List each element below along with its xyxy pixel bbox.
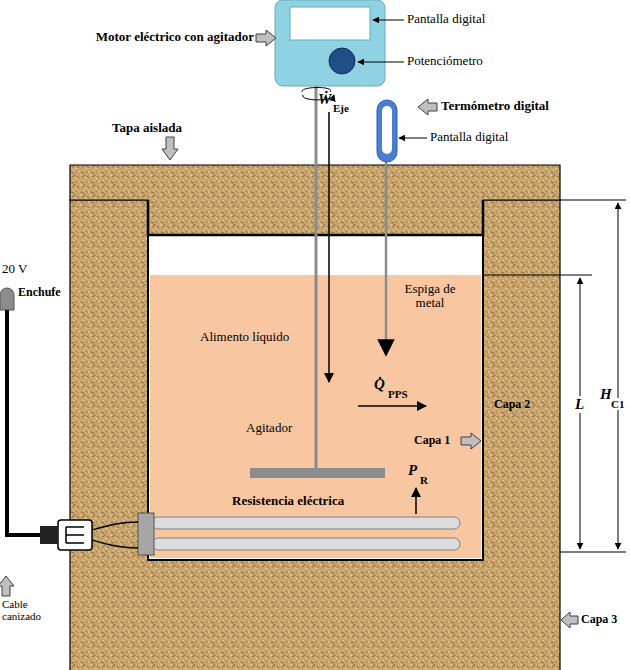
voltage-label: 20 V [2, 262, 27, 276]
symbol-label: Ẇ [318, 91, 331, 108]
leader-arrow [358, 62, 404, 63]
heater-rod [152, 538, 460, 550]
block-arrow [561, 612, 578, 628]
agitator-blade [250, 468, 385, 478]
power-arrow [415, 488, 417, 514]
dimension-tick [484, 275, 592, 276]
callout-label: Tapa aislada [112, 121, 182, 135]
layer-label: Capa 1 [414, 434, 450, 447]
callout-label: Pantalla digital [407, 12, 485, 26]
dimension-tick [560, 552, 626, 553]
block-arrow [0, 576, 14, 596]
callout-label: Potenciómetro [407, 54, 483, 68]
dimension-label: C1 [610, 398, 625, 410]
layer-label: Capa 3 [581, 613, 617, 626]
thermometer-body [377, 100, 397, 162]
connector-sleeve [40, 526, 58, 544]
dimension-line [580, 278, 581, 549]
heater-rod [152, 517, 460, 529]
block-arrow [461, 433, 481, 449]
symbol-label: Q̇ [374, 376, 385, 393]
callout-label: Motor eléctrico con agitador [96, 30, 254, 44]
dimension-line [618, 203, 619, 549]
shaft-work-arrow [328, 112, 330, 382]
heater-wires [92, 522, 138, 548]
metal-probe [385, 160, 388, 355]
part-label: Alimento líquido [200, 330, 289, 344]
power-cable [7, 310, 40, 535]
subscript-label: PPS [388, 388, 408, 400]
part-label: Espiga de metal [394, 282, 466, 311]
potentiometer-knob [329, 48, 355, 74]
agitator-shaft [315, 86, 318, 470]
layer-label: Capa 2 [494, 398, 530, 411]
subscript-label: Eje [333, 102, 349, 114]
subscript-label: R [420, 474, 428, 486]
heater-head [138, 513, 154, 555]
motor-display [290, 7, 370, 40]
symbol-label: P [408, 462, 417, 479]
callout-label: Cable canizado [2, 598, 54, 622]
connector-mark [66, 527, 84, 543]
thermometer-display [382, 106, 392, 154]
block-arrow [256, 30, 276, 46]
part-label: Agitador [246, 421, 292, 435]
heat-flow-arrow [358, 405, 426, 407]
leader-arrow [399, 138, 427, 139]
leader-arrow [373, 20, 404, 21]
connector [58, 520, 92, 550]
plug [0, 288, 14, 310]
part-label: Resistencia eléctrica [232, 494, 344, 508]
dimension-tick [560, 200, 626, 201]
callout-label: Termómetro digital [441, 99, 549, 113]
callout-label: Enchufe [18, 286, 61, 299]
dimension-label: L [574, 396, 585, 413]
block-arrow [418, 99, 437, 115]
block-arrow [162, 137, 178, 160]
motor-box [275, 0, 385, 86]
callout-label: Pantalla digital [430, 130, 508, 144]
